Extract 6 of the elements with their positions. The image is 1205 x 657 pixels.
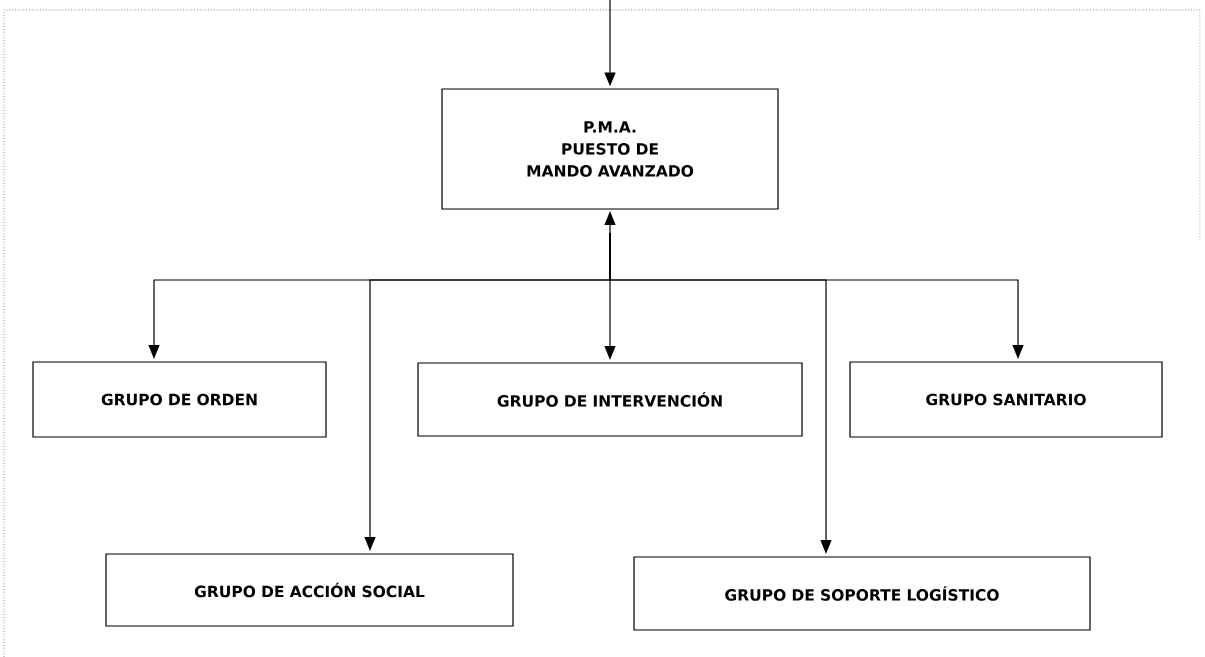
group-box: GRUPO DE ORDEN [32, 361, 327, 438]
group-box: GRUPO DE ACCIÓN SOCIAL [105, 553, 514, 627]
group-box: GRUPO SANITARIO [849, 361, 1163, 438]
group-box: P.M.A. PUESTO DE MANDO AVANZADO [441, 88, 779, 210]
group-box: GRUPO DE INTERVENCIÓN [417, 362, 803, 437]
group-box: GRUPO DE SOPORTE LOGÍSTICO [633, 556, 1091, 631]
